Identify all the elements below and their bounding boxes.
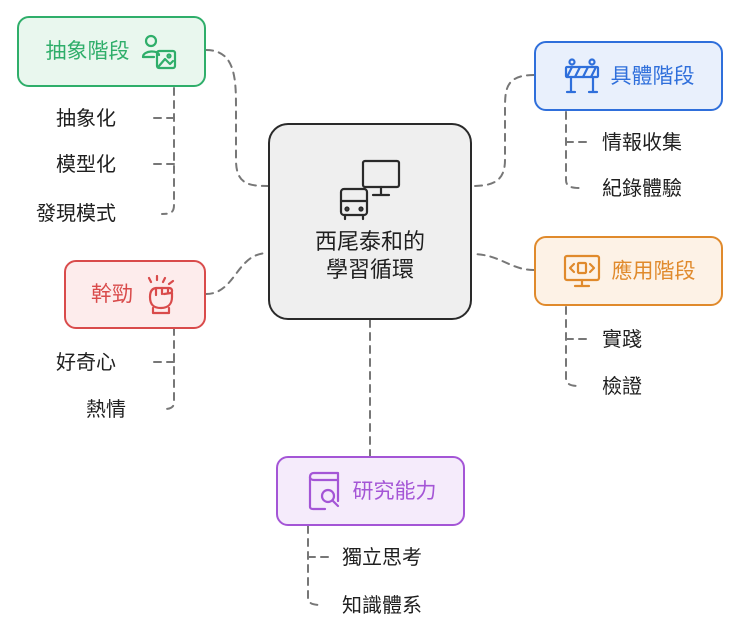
- leaf-motivation-1: 好奇心: [56, 350, 116, 374]
- node-concrete: 具體階段: [534, 41, 723, 111]
- leaf-application-1: 實踐: [602, 327, 642, 351]
- person-image-icon: [141, 34, 176, 69]
- leaf-research-2: 知識體系: [342, 593, 422, 617]
- connector-abstract-leaves: [161, 87, 175, 215]
- leaf-concrete-1: 情報收集: [602, 130, 682, 154]
- connector-motivation: [205, 252, 269, 295]
- connector-research-leaves: [307, 525, 323, 606]
- leaf-abstract-2: 模型化: [56, 152, 116, 176]
- center-node: 西尾泰和的 學習循環: [268, 123, 472, 320]
- leaf-motivation-2: 熱情: [86, 397, 126, 421]
- connector-application: [471, 253, 535, 271]
- raised-fist-icon: [147, 274, 175, 314]
- node-application-label: 應用階段: [611, 258, 696, 283]
- node-concrete-label: 具體階段: [610, 63, 695, 88]
- node-research-label: 研究能力: [352, 478, 437, 503]
- node-research: 研究能力: [276, 456, 465, 526]
- center-title-line-1: 西尾泰和的: [314, 230, 425, 255]
- leaf-research-1: 獨立思考: [342, 545, 422, 569]
- connector-abstract: [205, 49, 269, 187]
- book-search-icon: [308, 471, 339, 511]
- bus-and-monitor-icon: [339, 159, 401, 221]
- leaf-application-2: 檢證: [602, 374, 642, 398]
- node-abstract-label: 抽象階段: [45, 39, 130, 63]
- connector-application-leaves: [565, 306, 581, 387]
- leaf-abstract-3: 發現模式: [36, 201, 116, 225]
- node-motivation: 幹勁: [64, 260, 206, 329]
- node-motivation-label: 幹勁: [91, 282, 133, 306]
- code-monitor-icon: [563, 254, 600, 288]
- center-title-line-2: 學習循環: [325, 257, 414, 283]
- connector-motivation-leaves: [163, 327, 175, 410]
- barrier-icon: [564, 58, 599, 94]
- node-abstract: 抽象階段: [17, 16, 206, 87]
- node-application: 應用階段: [534, 236, 723, 306]
- leaf-concrete-2: 紀錄體驗: [602, 176, 682, 200]
- connector-concrete-leaves: [565, 111, 581, 189]
- connector-concrete: [471, 74, 535, 187]
- leaf-abstract-1: 抽象化: [56, 106, 116, 130]
- center-title: 西尾泰和的 學習循環: [315, 229, 425, 284]
